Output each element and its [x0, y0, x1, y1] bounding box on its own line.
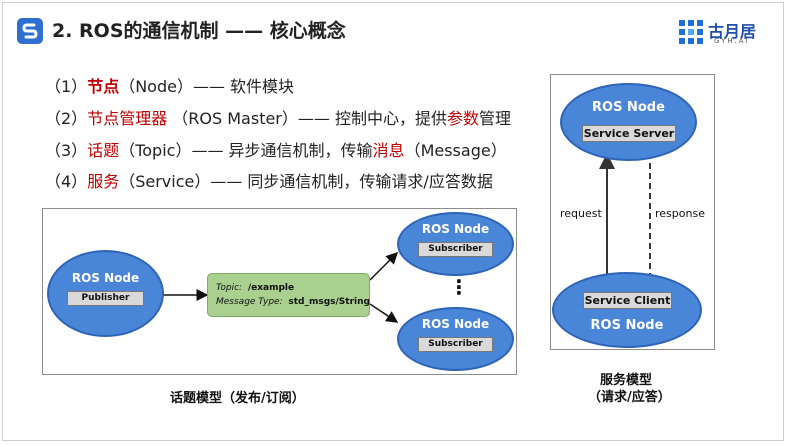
bullet-master: （2）节点管理器 （ROS Master）—— 控制中心，提供参数管理: [45, 105, 511, 129]
logo-subtext: GYH.AI: [714, 37, 750, 45]
topic-label: Topic:: [216, 283, 243, 293]
ros-s-logo-icon: [17, 18, 43, 44]
service-diagram-caption: 服务模型: [600, 373, 653, 388]
node-title: ROS Node: [592, 100, 665, 115]
slide-frame: [2, 2, 784, 441]
bullet-text: （Node）—— 软件模块: [119, 77, 295, 96]
subscriber-tag: Subscriber: [418, 337, 493, 352]
publisher-tag: Publisher: [67, 291, 144, 306]
bullet-text: （Service）—— 同步通信机制，传输请求/应答数据: [119, 172, 493, 191]
node-title: ROS Node: [421, 317, 490, 331]
bullet-text: （ROS Master）—— 控制中心，提供: [167, 109, 447, 128]
response-label: response: [655, 207, 705, 220]
bullet-term-secondary: 参数: [446, 109, 479, 128]
node-title: ROS Node: [590, 318, 664, 333]
message-type-label: Message Type:: [216, 297, 283, 307]
bullet-topic: （3）话题（Topic）—— 异步通信机制，传输消息（Message）: [45, 137, 507, 161]
bullet-term: 节点: [87, 77, 120, 96]
topic-diagram-caption: 话题模型（发布/订阅）: [170, 391, 305, 406]
bullet-number: （4）: [45, 172, 88, 191]
more-subscribers-ellipsis: ⋮: [449, 275, 469, 299]
topic-box: Topic: /example Message Type: std_msgs/S…: [207, 273, 370, 317]
subscribe-arrow-bottom: [369, 303, 399, 323]
bullet-number: （2）: [45, 109, 88, 128]
service-diagram-caption-sub: （请求/应答）: [588, 390, 671, 405]
service-client-tag: Service Client: [583, 292, 672, 309]
bullet-number: （1）: [45, 77, 88, 96]
logo-text: 古月居: [708, 22, 757, 41]
subscriber-node-bottom: ROS Node Subscriber: [397, 307, 514, 371]
node-title: ROS Node: [71, 271, 140, 285]
bullet-number: （3）: [45, 141, 88, 160]
subscriber-node-top: ROS Node Subscriber: [397, 212, 514, 276]
gyh-logo: 古月居 GYH.AI: [678, 18, 770, 48]
bullet-text-tail: 管理: [479, 109, 512, 128]
gyh-logo-icon: [679, 20, 703, 44]
bullet-term-secondary: 消息: [372, 141, 405, 160]
topic-diagram: [42, 208, 517, 375]
bullet-service: （4）服务（Service）—— 同步通信机制，传输请求/应答数据: [45, 168, 493, 192]
message-type-value: std_msgs/String: [288, 297, 370, 307]
subscribe-arrow-top: [369, 251, 399, 281]
topic-name-line: Topic: /example: [216, 283, 294, 293]
bullet-term: 服务: [87, 172, 120, 191]
bullet-term: 话题: [87, 141, 120, 160]
bullet-node: （1）节点（Node）—— 软件模块: [45, 73, 294, 97]
publisher-node: ROS Node Publisher: [47, 250, 164, 337]
bullet-text: （Topic）—— 异步通信机制，传输: [119, 141, 373, 160]
service-client-node: Service Client ROS Node: [552, 272, 702, 348]
bullet-text-tail: （Message）: [404, 141, 507, 160]
service-diagram: [550, 74, 715, 350]
subscriber-tag: Subscriber: [418, 242, 493, 257]
node-title: ROS Node: [421, 222, 490, 236]
request-label: request: [560, 207, 602, 220]
topic-value: /example: [247, 283, 295, 293]
message-type-line: Message Type: std_msgs/String: [216, 297, 370, 307]
bullet-term: 节点管理器: [87, 109, 168, 128]
service-server-tag: Service Server: [582, 125, 676, 142]
page-title: 2. ROS的通信机制 —— 核心概念: [52, 20, 346, 42]
service-server-node: ROS Node Service Server: [560, 83, 697, 161]
